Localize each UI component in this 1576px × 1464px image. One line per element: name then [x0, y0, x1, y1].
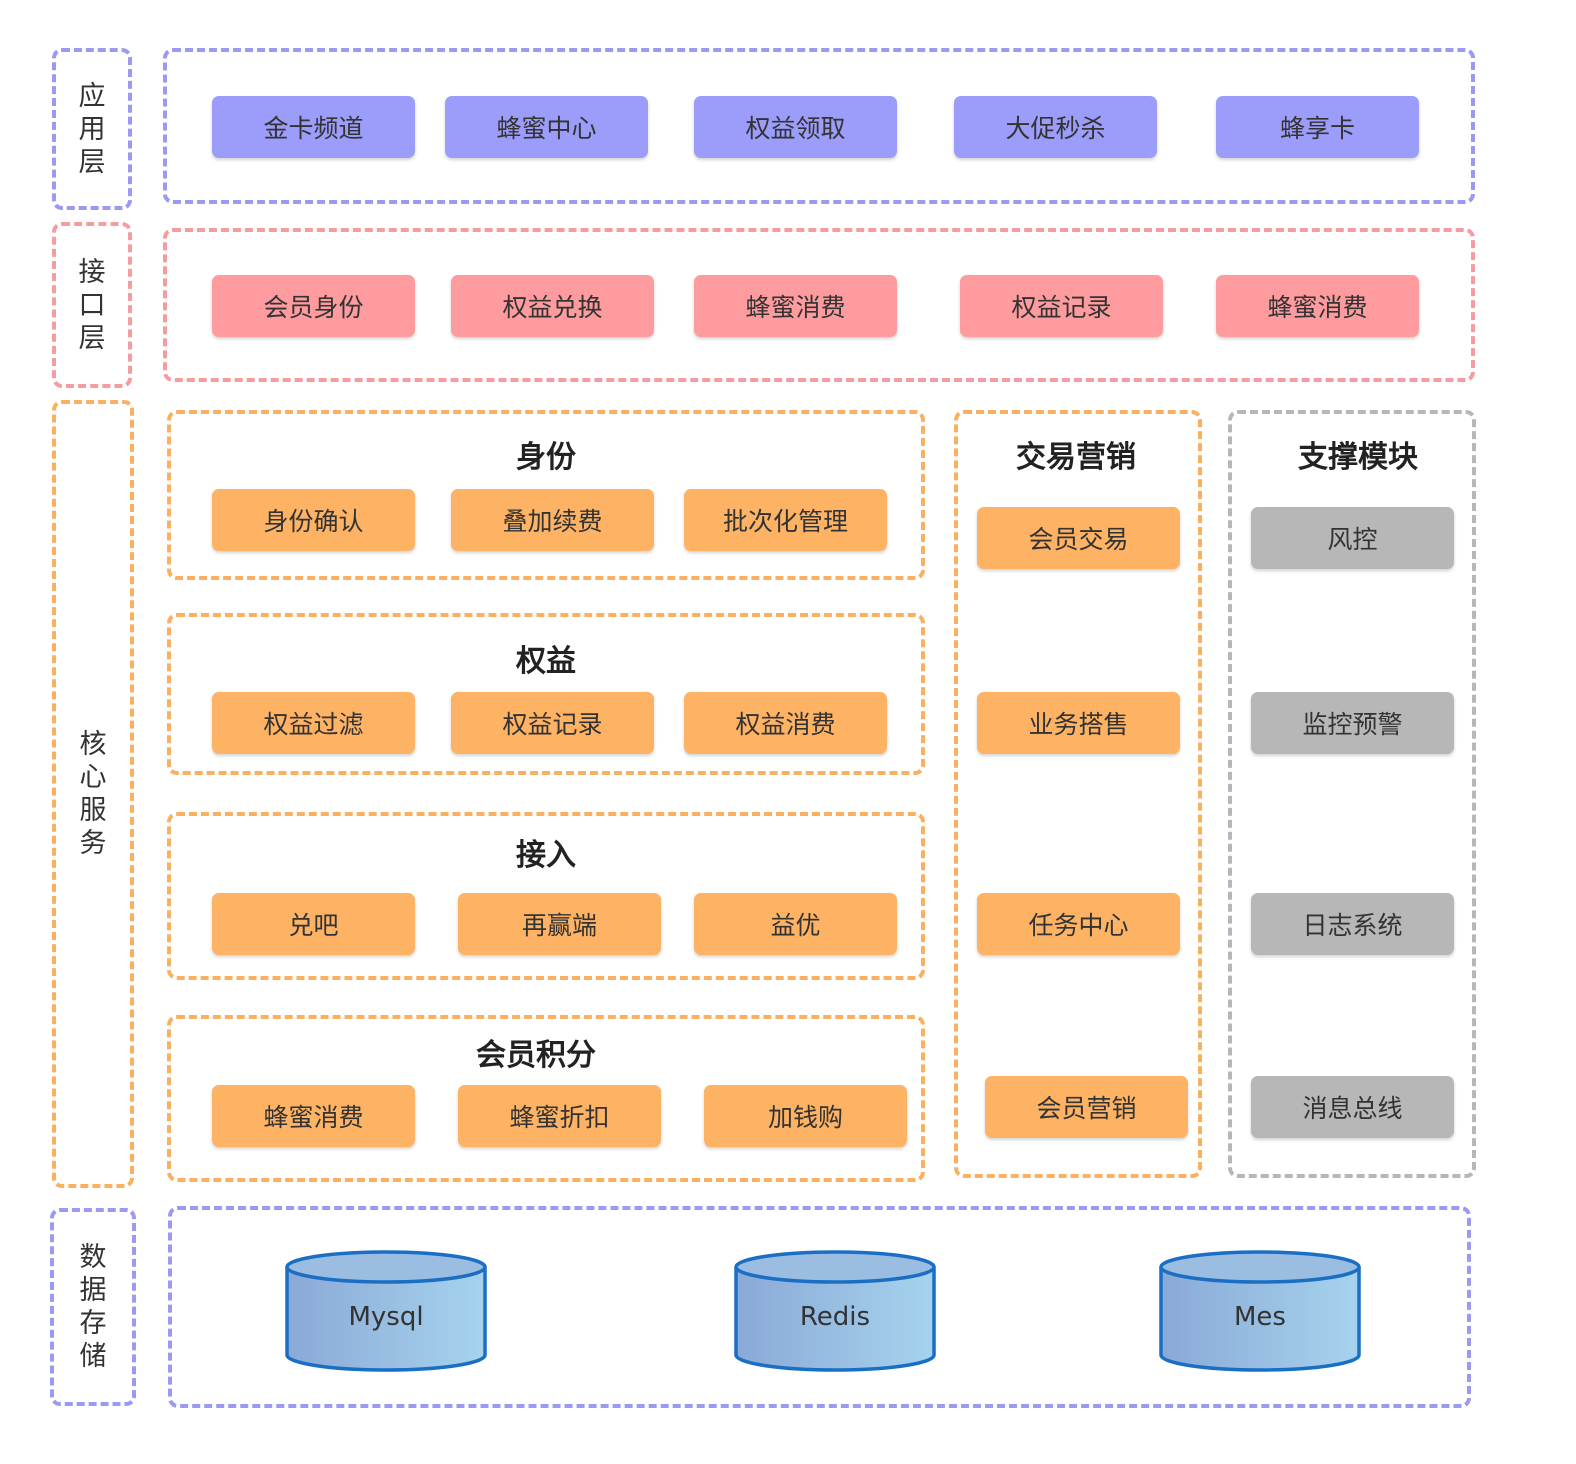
core-layer-label: 核 心 服 务: [52, 400, 134, 1188]
access-group-frame: [167, 812, 925, 980]
points-box-honey-consume[interactable]: 蜂蜜消费: [212, 1085, 415, 1147]
trade-group-frame: [954, 410, 1202, 1178]
db-mes-label: Mes: [1234, 1302, 1286, 1332]
app-box-bee-card[interactable]: 蜂享卡: [1216, 96, 1419, 158]
support-box-risk-control[interactable]: 风控: [1251, 507, 1454, 569]
core-layer-char-2: 心: [79, 762, 107, 793]
support-box-message-bus[interactable]: 消息总线: [1251, 1076, 1454, 1138]
storage-layer-char-2: 据: [79, 1275, 107, 1306]
app-layer-frame: [163, 48, 1475, 204]
app-layer-label: 应 用 层: [52, 48, 132, 210]
access-group-title: 接入: [516, 838, 576, 873]
trade-box-task-center[interactable]: 任务中心: [977, 893, 1180, 955]
db-redis-label: Redis: [799, 1302, 871, 1332]
app-box-honey-center[interactable]: 蜂蜜中心: [445, 96, 648, 158]
app-layer-char-1: 应: [78, 80, 106, 112]
app-layer-char-3: 层: [78, 146, 106, 178]
access-box-zaiying[interactable]: 再赢端: [458, 893, 661, 955]
database-icon: [285, 1250, 487, 1372]
identity-group-title: 身份: [516, 440, 576, 475]
db-mysql[interactable]: Mysql: [284, 1250, 488, 1374]
rights-group-title: 权益: [516, 644, 576, 679]
storage-layer-frame: [168, 1206, 1471, 1408]
interface-layer-frame: [163, 228, 1475, 382]
points-box-honey-discount[interactable]: 蜂蜜折扣: [458, 1085, 661, 1147]
interface-layer-char-1: 接: [78, 256, 106, 288]
db-mes[interactable]: Mes: [1158, 1250, 1362, 1374]
trade-group-title: 交易营销: [1016, 440, 1136, 475]
support-group-title: 支撑模块: [1298, 440, 1418, 475]
points-box-add-money-buy[interactable]: 加钱购: [704, 1085, 907, 1147]
app-box-gold-card[interactable]: 金卡频道: [212, 96, 415, 158]
db-mysql-label: Mysql: [348, 1302, 424, 1332]
app-layer-char-2: 用: [78, 113, 106, 145]
core-layer-char-4: 务: [79, 828, 107, 859]
support-box-log-system[interactable]: 日志系统: [1251, 893, 1454, 955]
support-box-monitor-alert[interactable]: 监控预警: [1251, 692, 1454, 754]
identity-box-confirm[interactable]: 身份确认: [212, 489, 415, 551]
interface-layer-label: 接 口 层: [52, 222, 132, 388]
core-layer-label-frame: [52, 400, 134, 1188]
rights-group-frame: [167, 613, 925, 775]
interface-box-rights-exchange[interactable]: 权益兑换: [451, 275, 654, 337]
interface-box-rights-record[interactable]: 权益记录: [960, 275, 1163, 337]
storage-layer-char-3: 存: [79, 1308, 107, 1339]
trade-box-member-trade[interactable]: 会员交易: [977, 507, 1180, 569]
storage-layer-char-4: 储: [79, 1341, 107, 1372]
access-box-duiba[interactable]: 兑吧: [212, 893, 415, 955]
points-group-frame: [167, 1015, 925, 1182]
app-box-rights-claim[interactable]: 权益领取: [694, 96, 897, 158]
storage-layer-label: 数 据 存 储: [50, 1208, 136, 1406]
app-box-flash-sale[interactable]: 大促秒杀: [954, 96, 1157, 158]
rights-box-record[interactable]: 权益记录: [451, 692, 654, 754]
interface-box-honey-consume-2[interactable]: 蜂蜜消费: [1216, 275, 1419, 337]
identity-box-renewal[interactable]: 叠加续费: [451, 489, 654, 551]
interface-box-member-identity[interactable]: 会员身份: [212, 275, 415, 337]
trade-box-bundle-sale[interactable]: 业务搭售: [977, 692, 1180, 754]
storage-layer-label-frame: [50, 1208, 136, 1406]
database-icon: [1159, 1250, 1361, 1372]
identity-group-frame: [167, 410, 925, 580]
core-layer-char-3: 服: [79, 795, 107, 826]
storage-layer-char-1: 数: [79, 1242, 107, 1273]
interface-layer-char-2: 口: [78, 289, 106, 321]
identity-box-batch[interactable]: 批次化管理: [684, 489, 887, 551]
app-layer-label-frame: [52, 48, 132, 210]
support-group-frame: [1228, 410, 1476, 1178]
core-layer-char-1: 核: [79, 729, 107, 760]
interface-box-honey-consume[interactable]: 蜂蜜消费: [694, 275, 897, 337]
interface-layer-label-frame: [52, 222, 132, 388]
db-redis[interactable]: Redis: [733, 1250, 937, 1374]
access-box-yiyou[interactable]: 益优: [694, 893, 897, 955]
rights-box-filter[interactable]: 权益过滤: [212, 692, 415, 754]
points-group-title: 会员积分: [476, 1038, 596, 1073]
trade-box-member-marketing[interactable]: 会员营销: [985, 1076, 1188, 1138]
rights-box-consume[interactable]: 权益消费: [684, 692, 887, 754]
interface-layer-char-3: 层: [78, 322, 106, 354]
database-icon: [734, 1250, 936, 1372]
